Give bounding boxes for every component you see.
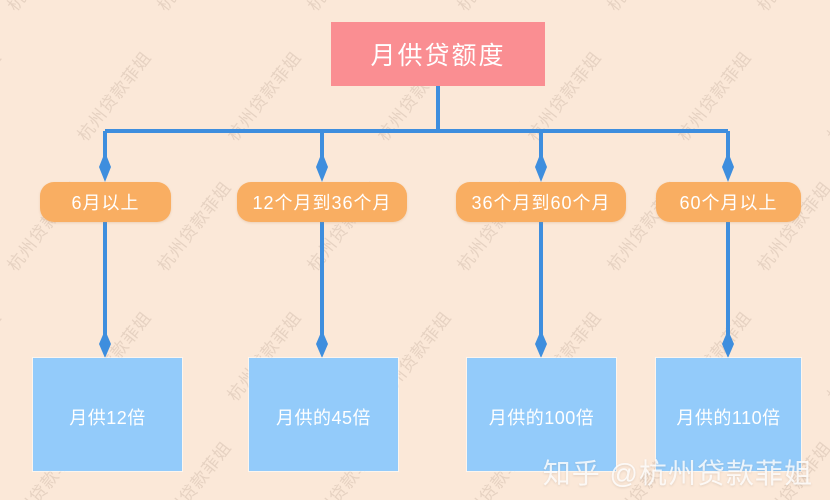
result-node-3[interactable]: 月供的100倍 <box>467 358 616 471</box>
condition-node-3[interactable]: 36个月到60个月 <box>456 182 626 222</box>
watermark-tile: 杭州贷款菲姐 <box>223 47 306 145</box>
watermark-tile: 杭州贷款菲姐 <box>0 307 6 405</box>
watermark-tile: 杭州贷款菲姐 <box>823 47 830 145</box>
condition-node-4[interactable]: 60个月以上 <box>656 182 801 222</box>
watermark-tile: 杭州贷款菲姐 <box>823 307 830 405</box>
watermark-tile: 杭州贷款菲姐 <box>0 47 6 145</box>
result-node-2[interactable]: 月供的45倍 <box>249 358 398 471</box>
watermark-tile: 杭州贷款菲姐 <box>673 47 756 145</box>
watermark-tile: 杭州贷款菲姐 <box>600 0 686 15</box>
root-node-loan-amount[interactable]: 月供贷额度 <box>331 22 545 86</box>
result-node-4[interactable]: 月供的110倍 <box>656 358 801 471</box>
watermark-tile: 杭州贷款菲姐 <box>73 47 156 145</box>
condition-node-1[interactable]: 6月以上 <box>40 182 171 222</box>
watermark-tile: 杭州贷款菲姐 <box>150 0 236 15</box>
watermark-tile: 杭州贷款菲姐 <box>750 0 830 15</box>
author-watermark: 知乎 @杭州贷款菲姐 <box>542 458 813 489</box>
watermark-tile: 杭州贷款菲姐 <box>300 0 386 15</box>
condition-node-2[interactable]: 12个月到36个月 <box>237 182 407 222</box>
result-node-1[interactable]: 月供12倍 <box>33 358 182 471</box>
watermark-tile: 杭州贷款菲姐 <box>0 0 86 15</box>
watermark-tile: 杭州贷款菲姐 <box>450 0 536 15</box>
